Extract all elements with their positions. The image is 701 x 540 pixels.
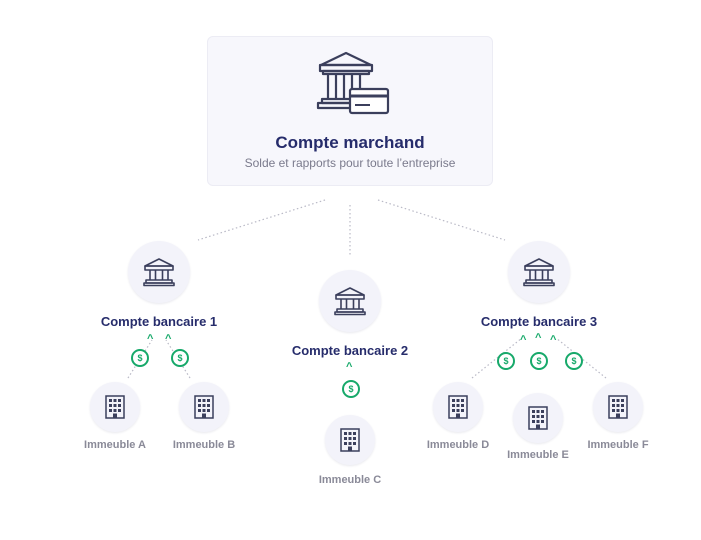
bank-account-1-node xyxy=(128,241,190,303)
building-a-node xyxy=(90,382,140,432)
bank-account-3-label: Compte bancaire 3 xyxy=(480,314,598,329)
building-d-label: Immeuble D xyxy=(426,439,490,451)
building-icon xyxy=(528,406,548,430)
bank-icon xyxy=(143,258,175,287)
building-c-label: Immeuble C xyxy=(318,474,382,486)
building-c-node xyxy=(325,415,375,465)
bank-account-2-node xyxy=(319,270,381,332)
dollar-coin-icon: $ xyxy=(131,349,149,367)
connector-merchant-bank-3 xyxy=(377,199,506,241)
bank-with-card-icon xyxy=(316,51,390,115)
bank-icon xyxy=(334,287,366,316)
connector-merchant-bank-1 xyxy=(197,199,326,241)
dollar-coin-icon: $ xyxy=(497,352,515,370)
building-a-label: Immeuble A xyxy=(84,439,146,451)
dollar-coin-icon: $ xyxy=(171,349,189,367)
building-icon xyxy=(340,428,360,452)
connector-building-a-bank-1 xyxy=(127,339,153,379)
building-b-label: Immeuble B xyxy=(172,439,236,451)
building-icon xyxy=(448,395,468,419)
bank-icon xyxy=(523,258,555,287)
merchant-account-title: Compte marchand xyxy=(275,133,425,152)
bank-account-3-node xyxy=(508,241,570,303)
dollar-coin-icon: $ xyxy=(530,352,548,370)
dollar-coin-icon: $ xyxy=(565,352,583,370)
building-e-node xyxy=(513,393,563,443)
building-f-label: Immeuble F xyxy=(587,439,649,451)
dollar-coin-icon: $ xyxy=(342,380,360,398)
flow-arrow-icon: ^ xyxy=(520,334,527,346)
building-icon xyxy=(105,395,125,419)
bank-account-1-label: Compte bancaire 1 xyxy=(100,314,218,329)
building-b-node xyxy=(179,382,229,432)
flow-arrow-icon: ^ xyxy=(550,334,557,346)
building-f-node xyxy=(593,382,643,432)
building-e-label: Immeuble E xyxy=(507,449,569,461)
flow-arrow-icon: ^ xyxy=(535,332,542,344)
flow-arrow-icon: ^ xyxy=(147,333,154,345)
flow-arrow-icon: ^ xyxy=(346,361,353,373)
merchant-account-subtitle: Solde et rapports pour toute l’entrepris… xyxy=(244,156,456,170)
flow-arrow-icon: ^ xyxy=(165,333,172,345)
building-icon xyxy=(608,395,628,419)
connector-building-b-bank-1 xyxy=(165,339,191,379)
building-icon xyxy=(194,395,214,419)
building-d-node xyxy=(433,382,483,432)
merchant-account-card: Compte marchand Solde et rapports pour t… xyxy=(207,36,493,186)
bank-account-2-label: Compte bancaire 2 xyxy=(291,343,409,358)
